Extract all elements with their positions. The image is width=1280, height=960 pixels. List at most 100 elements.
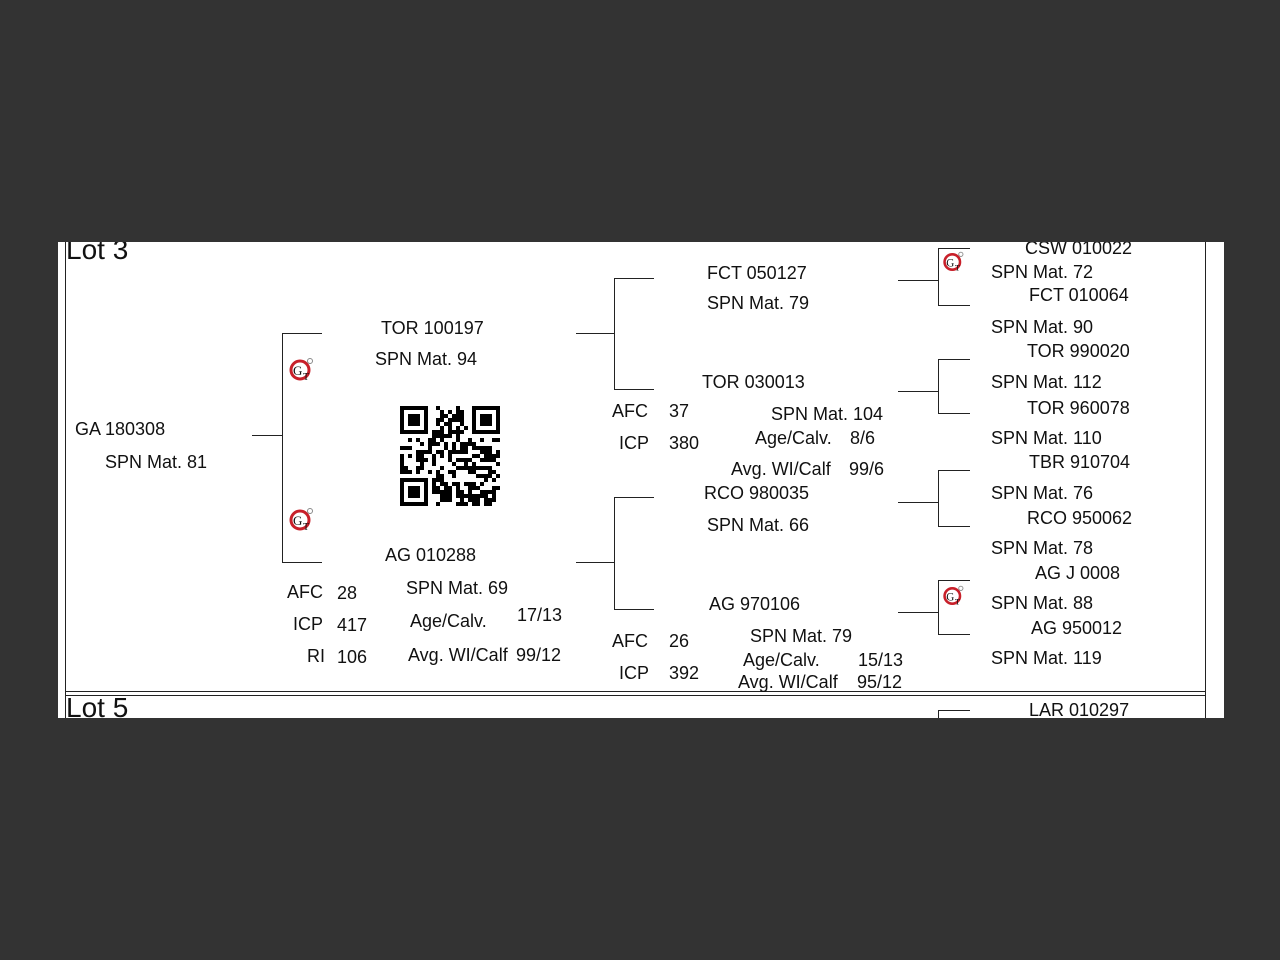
dam-id: AG 010288 [385, 545, 477, 565]
dd-dam-id: AG 950012 [1031, 618, 1123, 638]
sire-sire-spn: SPN Mat. 79 [707, 293, 810, 313]
connector [938, 248, 970, 249]
dam-dam-age-label: Age/Calv. [743, 650, 820, 670]
dam-spn: SPN Mat. 69 [406, 578, 509, 598]
gt-logo-icon: G T [943, 251, 964, 273]
sire-dam-spn: SPN Mat. 104 [771, 404, 884, 424]
connector [282, 562, 322, 563]
dam-afc-label: AFC [287, 582, 323, 602]
dam-afc-value: 28 [337, 583, 358, 603]
dam-wi-value: 99/12 [516, 645, 562, 665]
gt-logo-icon: G T [943, 585, 964, 607]
connector [898, 391, 938, 392]
connector [938, 413, 970, 414]
connector [938, 470, 939, 526]
dam-dam-id: AG 970106 [709, 594, 801, 614]
ss-sire-id: CSW 010022 [1025, 242, 1133, 258]
dam-ri-value: 106 [337, 647, 368, 667]
sire-dam-id: TOR 030013 [702, 372, 805, 392]
lot-separator-top [65, 691, 1206, 692]
connector [614, 497, 654, 498]
connector [614, 389, 654, 390]
ds-sire-spn: SPN Mat. 76 [991, 483, 1094, 503]
svg-text:T: T [303, 372, 309, 383]
sd-dam-spn: SPN Mat. 110 [991, 428, 1102, 448]
connector [614, 497, 615, 609]
dam-dam-wi-value: 95/12 [857, 672, 903, 692]
svg-text:T: T [955, 263, 961, 273]
ss-dam-id: FCT 010064 [1029, 285, 1129, 305]
dam-dam-spn: SPN Mat. 79 [750, 626, 853, 646]
connector [938, 710, 970, 711]
sd-sire-spn: SPN Mat. 112 [991, 372, 1102, 392]
pedigree-page: Lot 3 Lot 5 GA 180308 SPN Mat. 81 G T G … [58, 242, 1224, 718]
ss-dam-spn: SPN Mat. 90 [991, 317, 1094, 337]
connector [938, 710, 939, 718]
gt-logo-icon: G T [289, 508, 313, 533]
sd-sire-id: TOR 990020 [1027, 341, 1130, 361]
dd-dam-spn: SPN Mat. 119 [991, 648, 1102, 668]
gt-logo-icon: G T [289, 358, 313, 383]
connector [938, 580, 939, 634]
svg-text:G: G [946, 257, 954, 269]
sire-dam-icp-label: ICP [619, 433, 650, 453]
lot-separator-bottom [65, 695, 1206, 696]
sire-dam-afc-value: 37 [669, 401, 690, 421]
sire-dam-age-value: 8/6 [850, 428, 876, 448]
animal-spn: SPN Mat. 81 [105, 452, 208, 472]
animal-id: GA 180308 [75, 419, 166, 439]
connector [576, 562, 614, 563]
connector [938, 526, 970, 527]
sire-dam-age-label: Age/Calv. [755, 428, 832, 448]
connector [576, 333, 614, 334]
sire-id: TOR 100197 [381, 318, 484, 338]
qr-code-icon [400, 406, 500, 506]
sire-dam-wi-value: 99/6 [849, 459, 885, 479]
ds-sire-id: TBR 910704 [1029, 452, 1131, 472]
dam-age-label: Age/Calv. [410, 611, 487, 631]
connector [938, 359, 939, 413]
dam-dam-icp-label: ICP [619, 663, 650, 683]
ds-dam-spn: SPN Mat. 78 [991, 538, 1094, 558]
lot-title: Lot 3 [66, 242, 129, 265]
svg-text:G: G [946, 591, 954, 603]
svg-text:G: G [293, 363, 302, 378]
dam-sire-id: RCO 980035 [704, 483, 810, 503]
sire-dam-wi-label: Avg. WI/Calf [731, 459, 831, 479]
ss-sire-spn: SPN Mat. 72 [991, 262, 1094, 282]
connector [938, 305, 970, 306]
dam-wi-label: Avg. WI/Calf [408, 645, 508, 665]
dd-sire-id: AG J 0008 [1035, 563, 1121, 583]
connector [938, 470, 970, 471]
connector [938, 359, 970, 360]
dam-dam-wi-label: Avg. WI/Calf [738, 672, 838, 692]
next-lot-title: Lot 5 [66, 692, 129, 719]
ds-dam-id: RCO 950062 [1027, 508, 1133, 528]
dam-dam-afc-value: 26 [669, 631, 690, 651]
connector [282, 333, 283, 562]
left-border [65, 242, 66, 718]
sire-spn: SPN Mat. 94 [375, 349, 478, 369]
right-border [1205, 242, 1206, 718]
connector [614, 278, 615, 389]
connector [282, 333, 322, 334]
connector [938, 248, 939, 305]
dam-dam-age-value: 15/13 [858, 650, 904, 670]
connector [898, 280, 938, 281]
next-lot-first-id: LAR 010297 [1029, 700, 1130, 718]
connector [898, 502, 938, 503]
sire-sire-id: FCT 050127 [707, 263, 807, 283]
connector [614, 278, 654, 279]
connector [252, 435, 282, 436]
dam-dam-icp-value: 392 [669, 663, 700, 683]
dam-age-value: 17/13 [517, 605, 563, 625]
sd-dam-id: TOR 960078 [1027, 398, 1130, 418]
dam-dam-afc-label: AFC [612, 631, 648, 651]
connector [614, 609, 654, 610]
dam-ri-label: RI [307, 646, 325, 666]
dam-icp-value: 417 [337, 615, 368, 635]
connector [938, 634, 970, 635]
dd-sire-spn: SPN Mat. 88 [991, 593, 1094, 613]
sire-dam-afc-label: AFC [612, 401, 648, 421]
svg-text:G: G [293, 513, 302, 528]
